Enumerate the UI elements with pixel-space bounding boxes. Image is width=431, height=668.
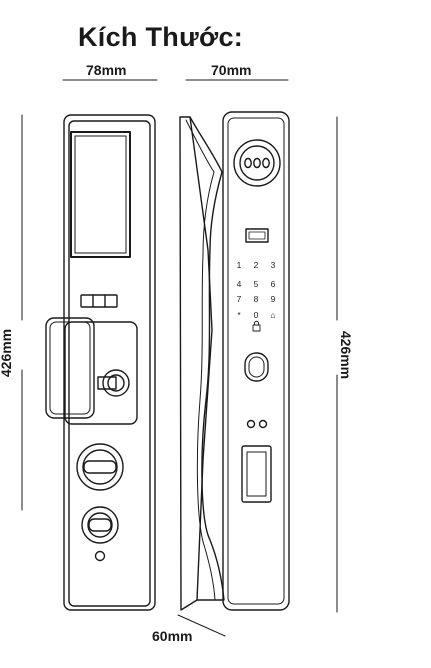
handle-base	[64, 321, 138, 425]
spindle-inner	[107, 374, 125, 392]
key-8: 8	[254, 294, 259, 304]
lock-icon	[252, 320, 261, 332]
thumbturn-inner	[82, 449, 118, 485]
side-plate-left	[179, 116, 213, 611]
keypad-display-inner	[248, 231, 266, 240]
key-doorbell: ⌂	[270, 310, 275, 320]
key-1: 1	[237, 260, 242, 270]
front-indicator-hole	[94, 550, 106, 562]
side-width-label: 70mm	[211, 62, 252, 78]
card-reader-panel	[241, 445, 272, 503]
front-sensor-strip	[80, 294, 118, 308]
spindle-link	[97, 376, 117, 390]
keypad-digits: 1 2 3 4 5 6 7 8 9 * 0 ⌂	[237, 260, 276, 320]
fingerprint-sensor-inner	[248, 356, 265, 378]
handle-grip-inner	[49, 321, 91, 415]
keypad-inner-edge	[227, 117, 285, 605]
front-body	[63, 114, 156, 611]
card-reader-inner	[246, 451, 267, 497]
key-0: 0	[254, 310, 259, 320]
camera-lenses	[244, 157, 270, 169]
key-star: *	[237, 310, 241, 320]
indicator-light-left	[246, 419, 256, 429]
key-4: 4	[237, 279, 242, 289]
front-screen-inner	[74, 135, 127, 254]
key-cylinder-knob	[88, 518, 112, 532]
front-view	[45, 114, 156, 611]
handle-grip	[45, 317, 95, 419]
depth-label: 60mm	[152, 628, 193, 644]
front-width-label: 78mm	[86, 62, 127, 78]
side-profile-view	[179, 116, 225, 611]
side-wave-inner	[185, 119, 216, 601]
camera-ring-inner	[239, 145, 275, 181]
key-9: 9	[271, 294, 276, 304]
spindle-outer	[102, 369, 130, 397]
keypad-body	[222, 111, 290, 611]
fingerprint-sensor-outer	[244, 352, 269, 382]
key-cylinder-inner	[87, 512, 113, 538]
thumbturn-knob	[83, 460, 117, 474]
dimension-lines	[21, 79, 338, 637]
key-cylinder-ring	[81, 506, 119, 544]
camera-ring-outer	[233, 139, 281, 187]
key-2: 2	[254, 260, 259, 270]
depth-line	[177, 614, 226, 637]
key-7: 7	[237, 294, 242, 304]
key-3: 3	[271, 260, 276, 270]
side-wave-outline	[189, 116, 225, 601]
front-screen	[70, 131, 131, 258]
indicator-light-right	[258, 419, 268, 429]
thumbturn-ring	[76, 443, 124, 491]
page-title: Kích Thước:	[78, 22, 244, 52]
key-5: 5	[254, 279, 259, 289]
key-6: 6	[271, 279, 276, 289]
keypad-display	[245, 228, 269, 243]
keypad-view: 1 2 3 4 5 6 7 8 9 * 0 ⌂	[222, 111, 290, 611]
front-inner-edge	[68, 120, 151, 607]
